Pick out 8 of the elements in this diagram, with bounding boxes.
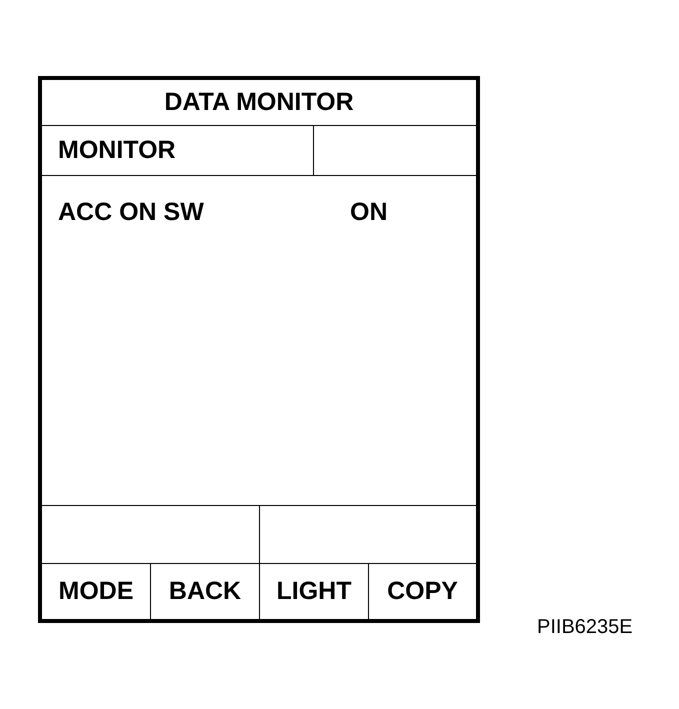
- figure-code: PIIB6235E: [537, 616, 633, 639]
- softkey-button: COPY: [368, 563, 477, 620]
- screen-title: DATA MONITOR: [41, 79, 477, 126]
- data-panel: [41, 175, 477, 506]
- signal-value: ON: [350, 198, 388, 227]
- signal-name: ACC ON SW: [58, 198, 204, 227]
- screen-frame: [38, 76, 480, 623]
- softkey-button: MODE: [41, 563, 151, 620]
